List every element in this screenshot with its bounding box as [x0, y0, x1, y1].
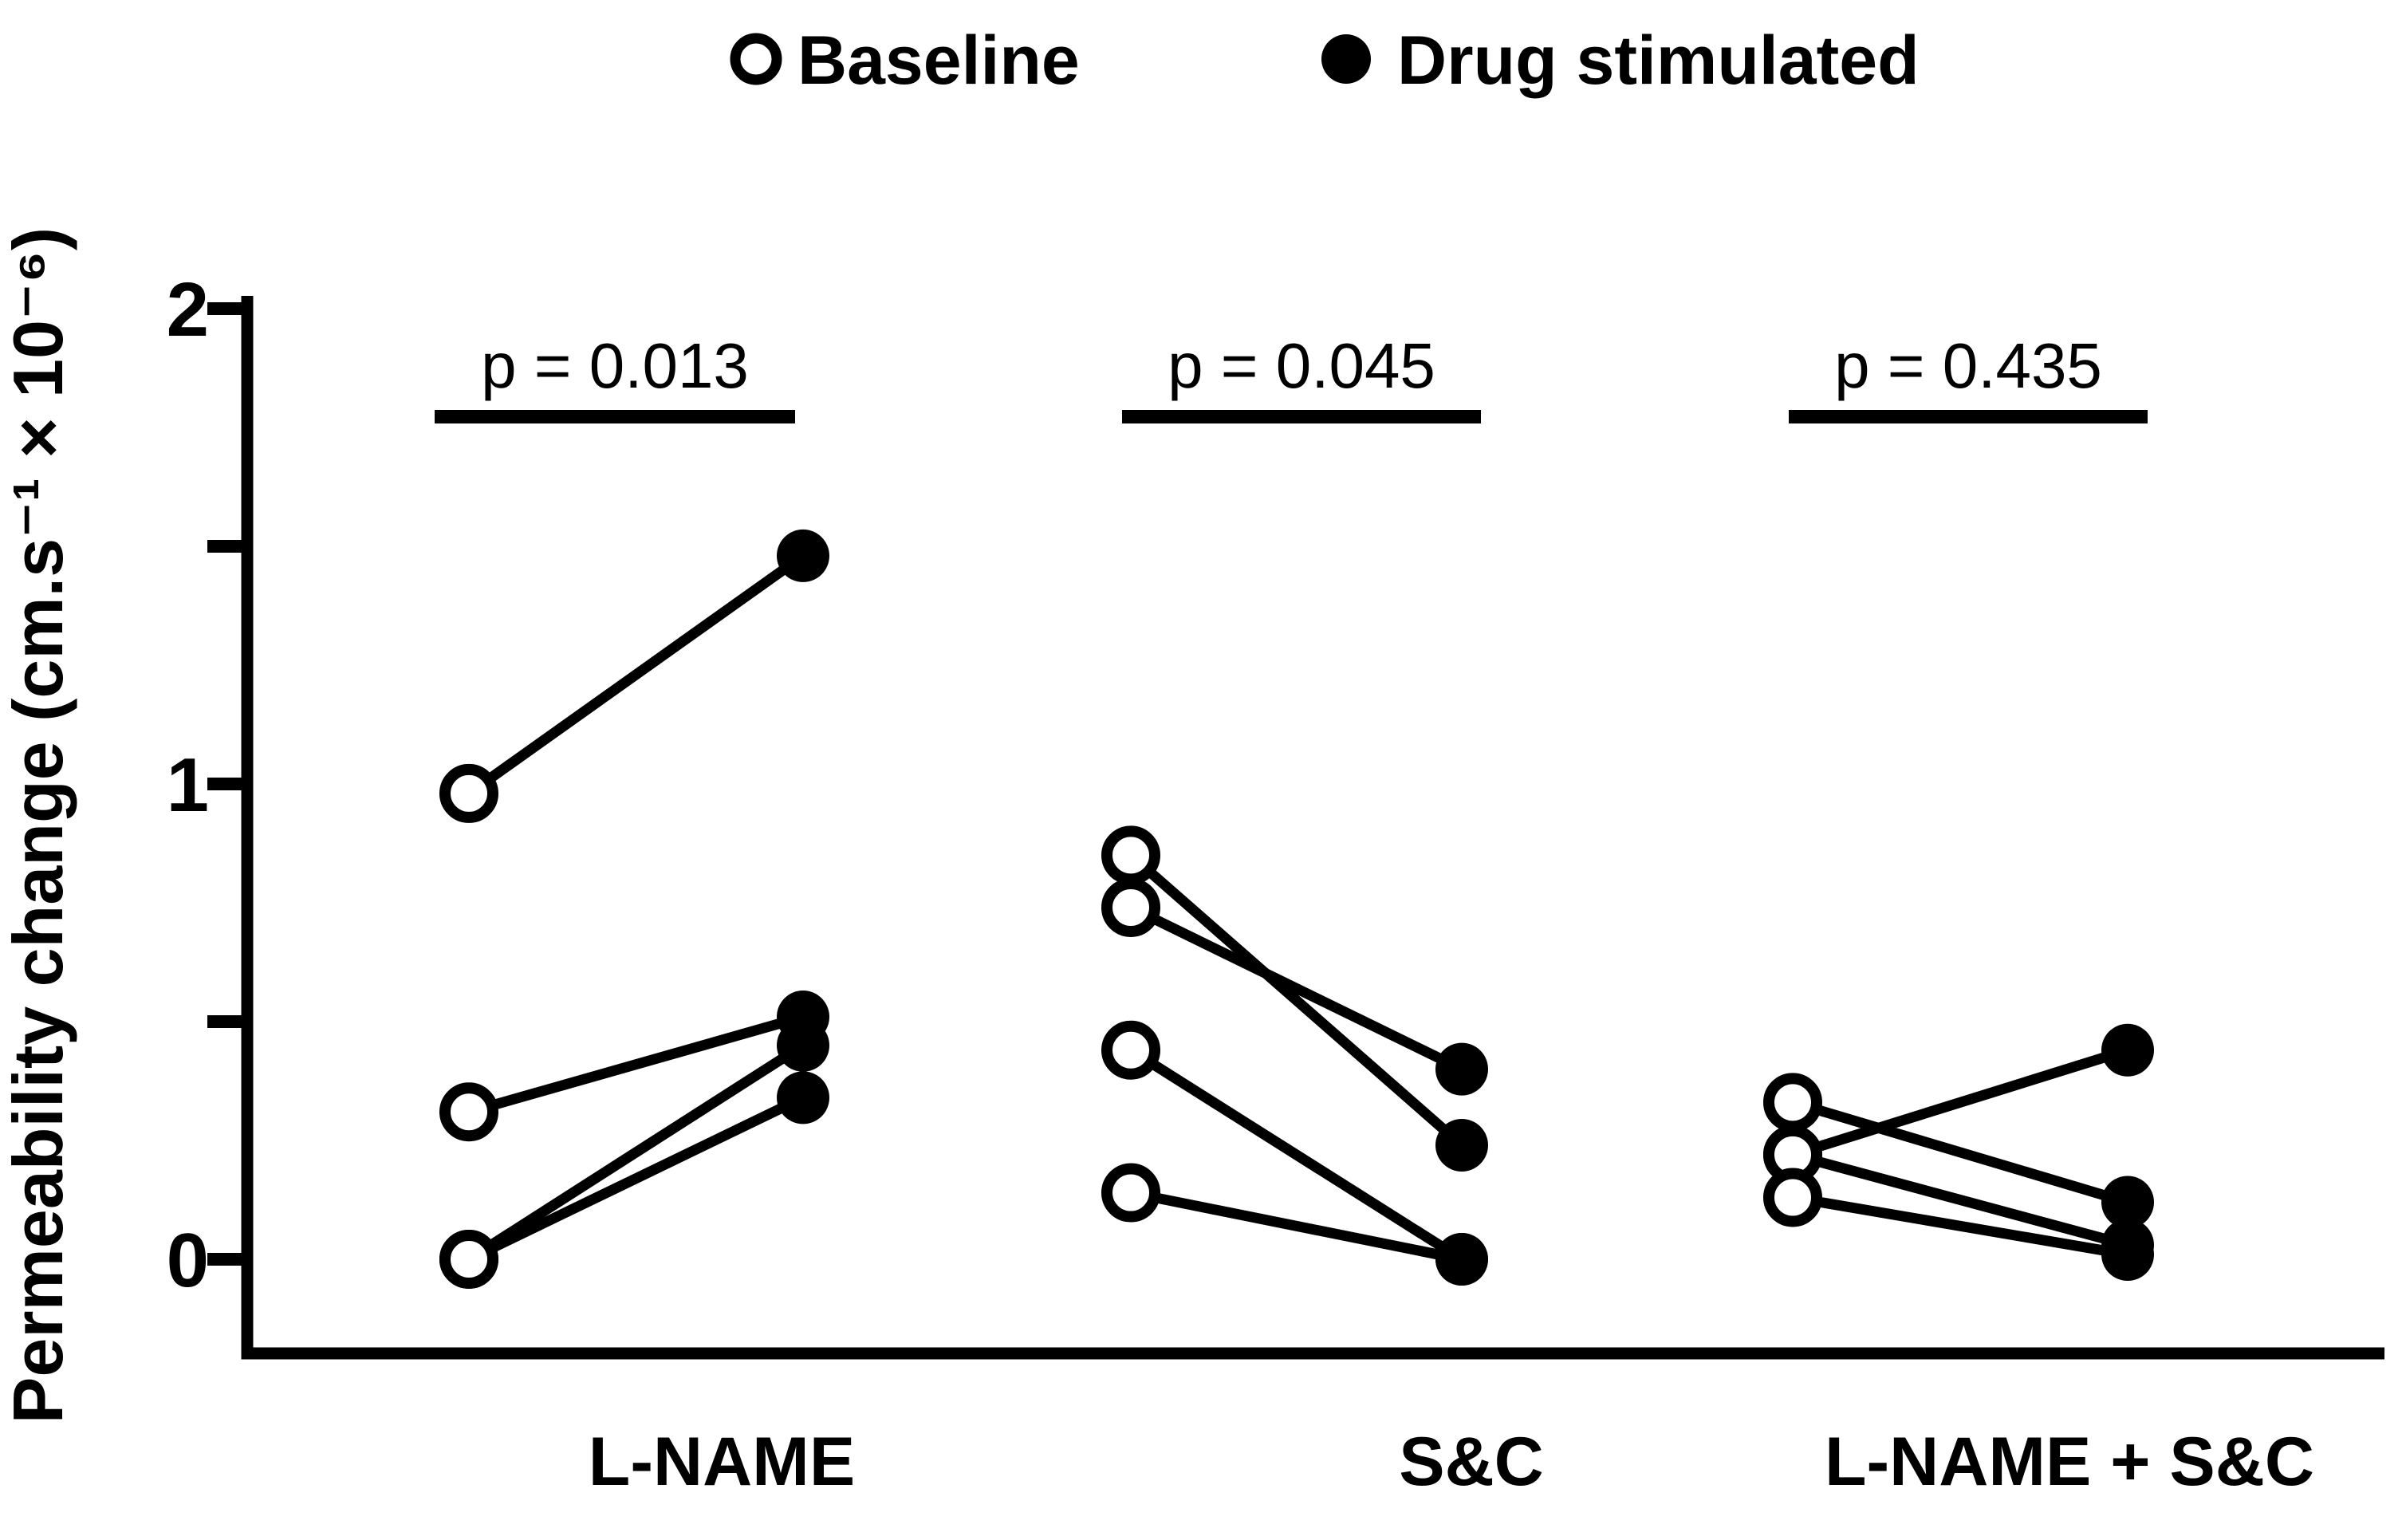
pair-line [1791, 1097, 2129, 1207]
legend-drug-label: Drug stimulated [1397, 22, 1920, 99]
drug-point [2101, 1228, 2154, 1282]
legend-drug-marker [1321, 34, 1371, 84]
baseline-point [439, 1082, 498, 1142]
baseline-point [439, 763, 498, 823]
p-value-label: p = 0.045 [1168, 330, 1435, 401]
y-axis-title: Permeability change (cm.s⁻¹ × 10⁻⁶) [0, 227, 77, 1424]
baseline-point [1763, 1168, 1822, 1227]
pair-line [1129, 1187, 1463, 1265]
drug-point [777, 1071, 829, 1124]
drug-point [2101, 1023, 2154, 1077]
drug-point [1435, 1118, 1488, 1172]
pair-line [467, 1093, 805, 1264]
baseline-point [1101, 1163, 1160, 1223]
drug-point [777, 1018, 829, 1072]
legend-baseline-marker [730, 33, 782, 85]
baseline-point [1763, 1073, 1822, 1132]
y-tick-label: 0 [167, 1218, 209, 1303]
p-value-label: p = 0.435 [1834, 330, 2102, 401]
pair-line [467, 1011, 805, 1117]
pair-line [1791, 1192, 2129, 1260]
p-value-label: p = 0.013 [481, 330, 749, 401]
drug-point [1435, 1042, 1488, 1096]
y-tick-label: 2 [167, 267, 209, 353]
group-label: S&C [1399, 1424, 1544, 1500]
drug-point [1435, 1233, 1488, 1286]
baseline-point [439, 1230, 498, 1289]
baseline-point [1101, 1020, 1160, 1080]
pair-line [466, 1041, 806, 1264]
pair-line [1791, 1149, 2129, 1251]
significance-bar [1789, 410, 2148, 423]
group-label: L-NAME + S&C [1825, 1424, 2314, 1500]
significance-bar [1122, 410, 1481, 423]
pair-line [1128, 1046, 1465, 1264]
drug-point [2101, 1176, 2154, 1229]
group-label: L-NAME [589, 1424, 855, 1500]
drug-point [777, 529, 829, 582]
pair-line [466, 551, 806, 798]
pair-line [1127, 851, 1466, 1149]
pair-line [1791, 1045, 2129, 1160]
significance-bar [435, 410, 795, 423]
legend-baseline-label: Baseline [797, 22, 1080, 99]
baseline-point [1101, 825, 1160, 885]
baseline-point [1101, 877, 1160, 937]
y-tick-label: 1 [167, 742, 209, 828]
pair-line [1128, 903, 1464, 1074]
